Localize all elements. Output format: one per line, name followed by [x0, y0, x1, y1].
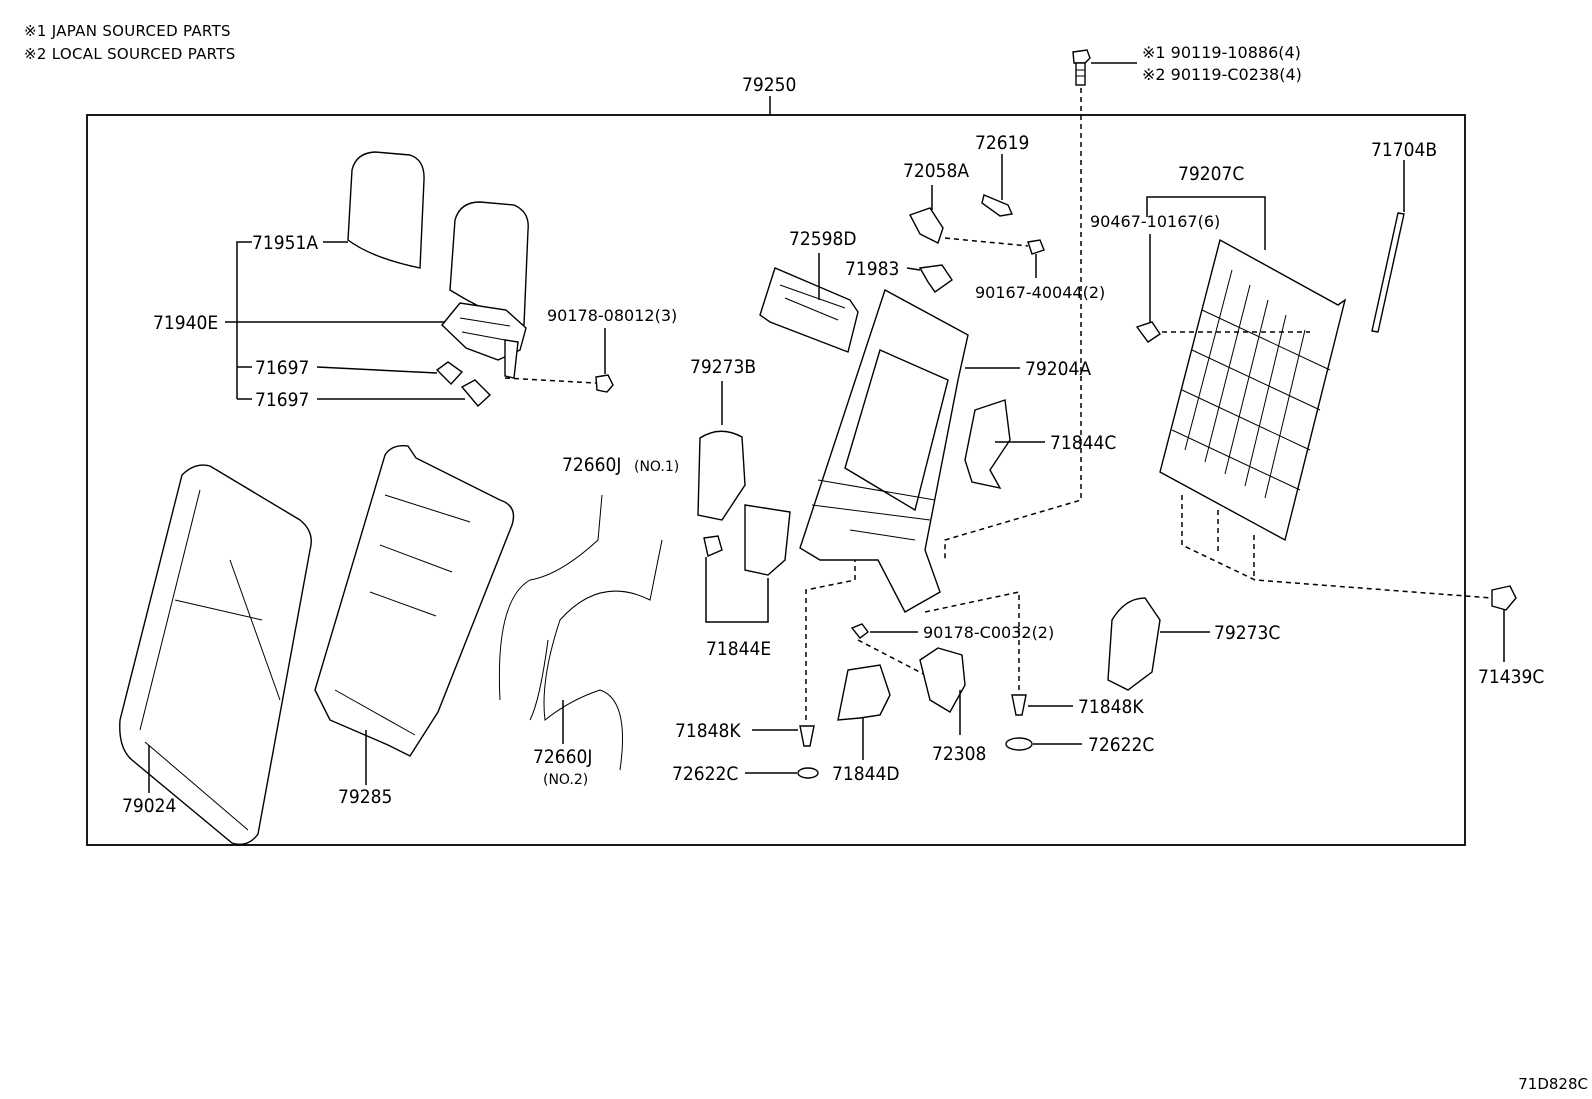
- assembly-frame: [86, 114, 1466, 846]
- label-71940E: 71940E: [153, 312, 218, 334]
- label-72619: 72619: [975, 132, 1029, 154]
- label-71704B: 71704B: [1371, 139, 1437, 161]
- clip-40044-part: [1027, 239, 1045, 255]
- label-79204A: 79204A: [1025, 358, 1091, 380]
- label-90467-10167: 90467-10167(6): [1090, 212, 1220, 231]
- headrest-part: [441, 201, 529, 379]
- washer-right-part: [1005, 737, 1033, 751]
- guide-part: [435, 361, 492, 408]
- label-bolt-local: ※2 90119-C0238(4): [1142, 65, 1302, 84]
- label-72308: 72308: [932, 743, 986, 765]
- label-72660J-no2-suffix: (NO.2): [543, 772, 588, 788]
- label-72660J-no1-suffix: (NO.1): [634, 459, 679, 475]
- rod-part: [1371, 212, 1405, 333]
- label-71439C: 71439C: [1478, 666, 1544, 688]
- cover-72598D-part: [759, 267, 859, 353]
- label-71951A: 71951A: [252, 232, 318, 254]
- washer-left-part: [797, 767, 819, 779]
- lock-part: [919, 647, 966, 713]
- label-90178-08012: 90178-08012(3): [547, 306, 677, 325]
- label-71844C: 71844C: [1050, 432, 1116, 454]
- label-79285: 79285: [338, 786, 392, 808]
- diagram-code: 71D828C: [1518, 1075, 1588, 1093]
- cover-79273C-part: [1107, 597, 1161, 691]
- cover-79273B-part: [697, 430, 746, 521]
- label-72660J-no1: 72660J: [562, 454, 621, 476]
- headrest-cover-part: [347, 151, 425, 269]
- pin-right-part: [1011, 694, 1027, 716]
- legend-notes: ※1 JAPAN SOURCED PARTS ※2 LOCAL SOURCED …: [24, 20, 236, 66]
- seatback-frame-part: [799, 288, 969, 613]
- label-71848K-right: 71848K: [1078, 696, 1144, 718]
- seatback-pad-part: [314, 445, 515, 757]
- label-72598D: 72598D: [789, 228, 857, 250]
- wire-harness-part: [498, 494, 663, 771]
- label-72622C-left: 72622C: [672, 763, 738, 785]
- label-79273C: 79273C: [1214, 622, 1280, 644]
- cover-71983-part: [918, 264, 953, 293]
- note-japan-sourced: ※1 JAPAN SOURCED PARTS: [24, 22, 231, 40]
- label-79024: 79024: [122, 795, 176, 817]
- label-71983: 71983: [845, 258, 899, 280]
- label-79207C: 79207C: [1178, 163, 1244, 185]
- nut-c0032-part: [850, 623, 869, 639]
- label-79273B: 79273B: [690, 356, 756, 378]
- label-79250: 79250: [742, 74, 796, 96]
- label-72660J-no2: 72660J: [533, 746, 592, 768]
- seatback-cover-part: [119, 464, 312, 846]
- label-90167-40044: 90167-40044(2): [975, 283, 1105, 302]
- label-71848K-left: 71848K: [675, 720, 741, 742]
- fastener-part: [1491, 585, 1517, 611]
- label-bolt-japan: ※1 90119-10886(4): [1142, 43, 1301, 62]
- label-72622C-right: 72622C: [1088, 734, 1154, 756]
- cover-71844E-part: [703, 504, 791, 576]
- bolt-part: [1072, 49, 1091, 86]
- pin-left-part: [799, 725, 815, 747]
- label-71844D: 71844D: [832, 763, 900, 785]
- nut-part: [595, 374, 614, 393]
- hook-part: [909, 207, 944, 244]
- label-71697-b: 71697: [255, 389, 309, 411]
- clip-10167-part: [1135, 321, 1161, 343]
- lever-72619-part: [981, 194, 1014, 217]
- label-90178-C0032: 90178-C0032(2): [923, 623, 1054, 642]
- label-71844E: 71844E: [706, 638, 771, 660]
- cover-71844D-part: [837, 664, 891, 721]
- board-part: [1159, 238, 1347, 542]
- cover-71844C-part: [964, 399, 1011, 490]
- label-71697-a: 71697: [255, 357, 309, 379]
- label-72058A: 72058A: [903, 160, 969, 182]
- note-local-sourced: ※2 LOCAL SOURCED PARTS: [24, 45, 236, 63]
